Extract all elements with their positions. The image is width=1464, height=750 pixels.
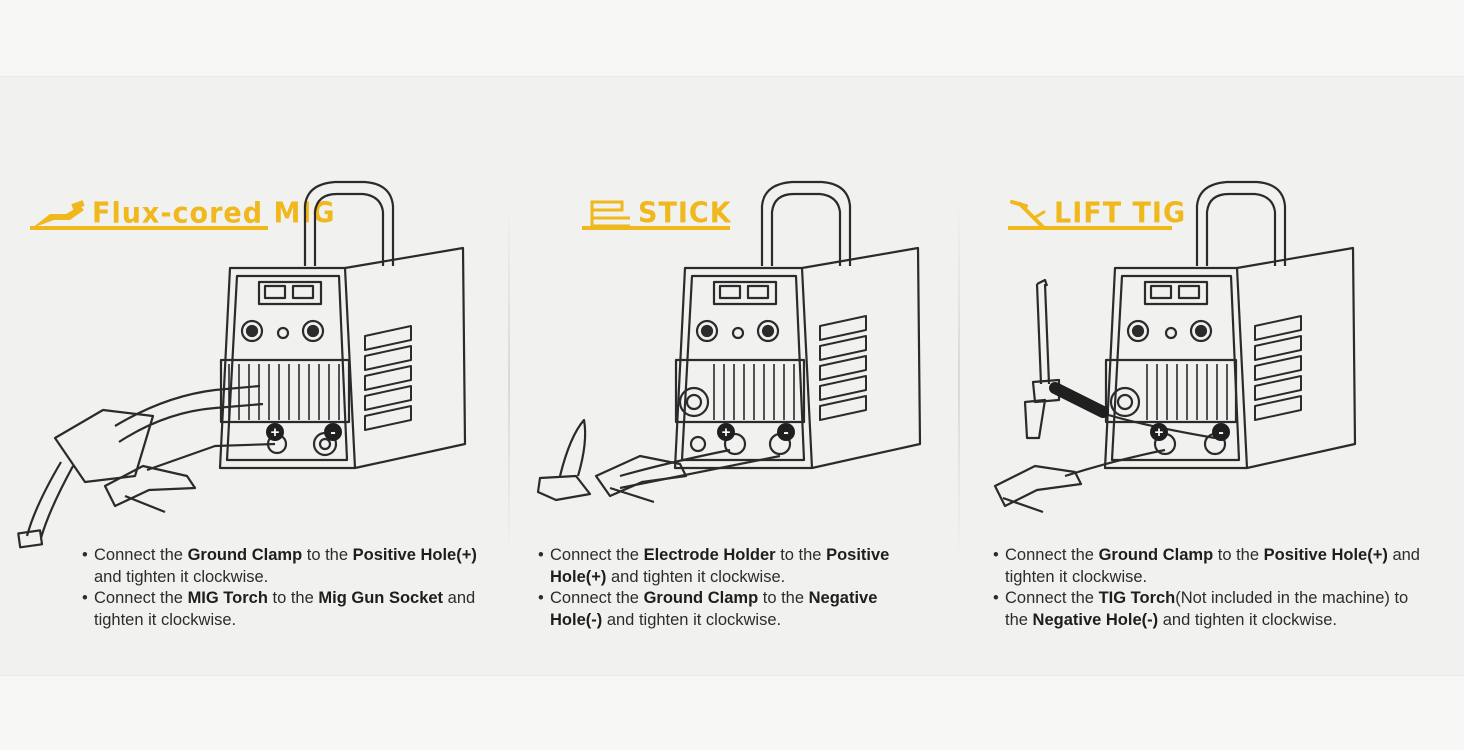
- instructions: Connect the Ground Clamp to the Positive…: [82, 545, 482, 631]
- welder-machine-stick: + -: [536, 180, 922, 504]
- title-underline: [1008, 226, 1172, 230]
- panel-title: STICK: [590, 186, 732, 230]
- welder-machine-mig: + -: [17, 180, 467, 549]
- title-text: LIFT TIG: [1054, 197, 1187, 230]
- negative-marker: -: [1218, 424, 1223, 441]
- negative-marker: -: [330, 424, 335, 441]
- panel-divider: [958, 200, 960, 560]
- negative-marker: -: [783, 424, 788, 441]
- instructions: Connect the Ground Clamp to the Positive…: [993, 545, 1433, 631]
- panel-title: LIFT TIG: [1010, 186, 1186, 230]
- title-text: Flux-cored MIG: [92, 197, 336, 230]
- instructions: Connect the Electrode Holder to the Posi…: [538, 545, 933, 631]
- positive-marker: +: [722, 424, 731, 441]
- positive-marker: +: [1155, 424, 1164, 441]
- title-underline: [30, 226, 268, 230]
- instruction-item: Connect the MIG Torch to the Mig Gun Soc…: [82, 588, 482, 631]
- instruction-item: Connect the Ground Clamp to the Negative…: [538, 588, 933, 631]
- tig-torch-icon: [1010, 200, 1046, 230]
- panel-title: Flux-cored MIG: [30, 186, 336, 230]
- title-text: STICK: [638, 197, 732, 230]
- welder-machine-tig: + -: [993, 180, 1357, 514]
- instruction-item: Connect the Ground Clamp to the Positive…: [82, 545, 482, 588]
- positive-marker: +: [271, 424, 280, 441]
- mig-torch-icon: [32, 200, 85, 228]
- title-underline: [582, 226, 730, 230]
- instruction-item: Connect the Electrode Holder to the Posi…: [538, 545, 933, 588]
- instruction-item: Connect the TIG Torch(Not included in th…: [993, 588, 1433, 631]
- instruction-item: Connect the Ground Clamp to the Positive…: [993, 545, 1433, 588]
- panel-divider: [508, 200, 510, 560]
